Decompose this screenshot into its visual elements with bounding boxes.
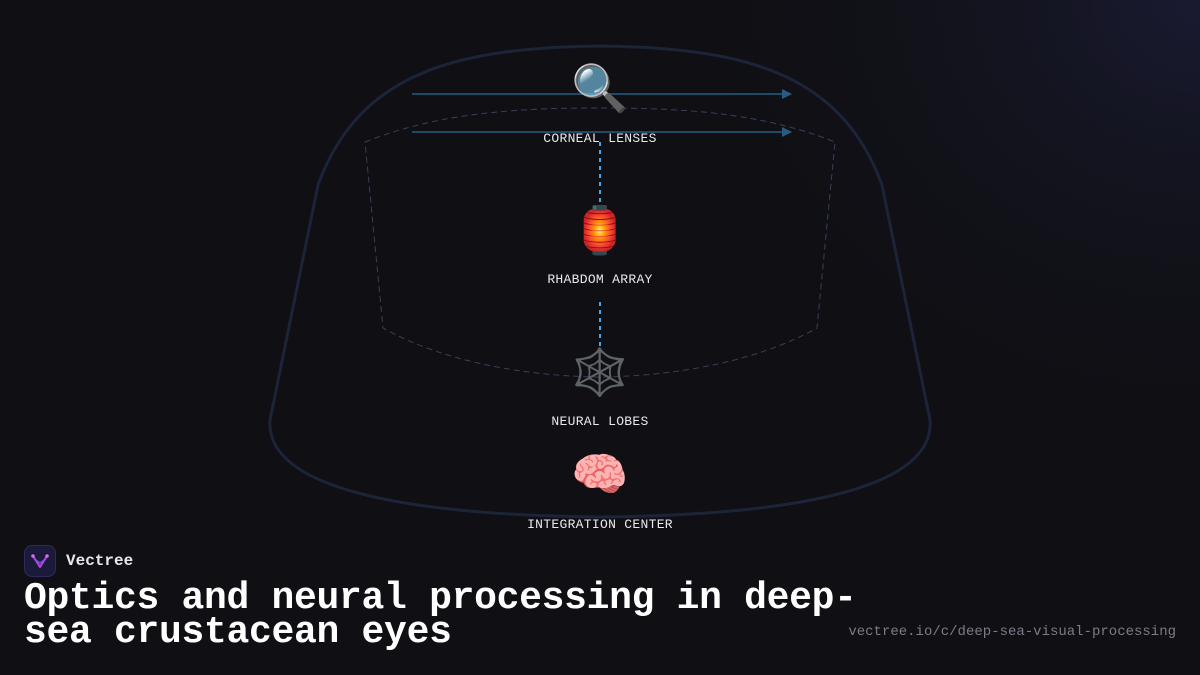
node-corneal-lenses: 🔍 CORNEAL LENSES	[543, 59, 656, 146]
background-glow	[600, 0, 1200, 520]
lantern-icon: 🏮	[571, 203, 628, 257]
node-neural-lobes: 🕸️ NEURAL LOBES	[551, 345, 648, 429]
node-rhabdom-array: 🏮 RHABDOM ARRAY	[547, 203, 652, 287]
node-label-integration-center: INTEGRATION CENTER	[527, 517, 673, 532]
node-integration-center: 🧠 INTEGRATION CENTER	[527, 447, 673, 532]
vectree-logo-icon	[24, 545, 56, 577]
brand-name: Vectree	[66, 552, 134, 570]
retina-region-dashed	[364, 107, 836, 378]
eye-outline	[268, 44, 932, 519]
brain-icon: 🧠	[571, 447, 628, 501]
page-title: Optics and neural processing in deep-sea…	[24, 577, 857, 654]
node-label-rhabdom-array: RHABDOM ARRAY	[547, 272, 652, 287]
source-url: vectree.io/c/deep-sea-visual-processing	[848, 624, 1176, 640]
brand: Vectree	[24, 544, 133, 578]
magnifying-glass-icon: 🔍	[571, 59, 628, 115]
node-label-neural-lobes: NEURAL LOBES	[551, 414, 648, 429]
spider-web-icon: 🕸️	[571, 345, 628, 399]
node-label-corneal-lenses: CORNEAL LENSES	[543, 131, 656, 146]
